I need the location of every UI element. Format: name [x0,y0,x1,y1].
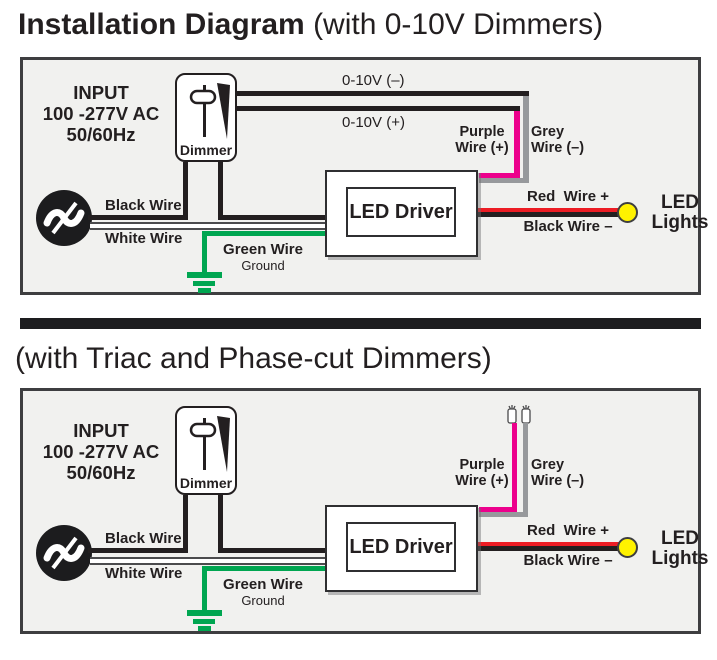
green-wire-label: Green Wire Ground [223,576,303,609]
dimmer-leg-wire [218,162,223,220]
red-wire [478,208,620,212]
led-driver-label: LED Driver [346,187,456,237]
dimmer-leg-wire [183,495,188,553]
black-wire-label: Black Wire [105,197,182,214]
section-divider [20,318,701,329]
dimmer-leg-wire [218,495,223,553]
dim-wire-plus [237,106,520,111]
dimmer-leg-wire [183,162,188,220]
dimmer-slider-icon [189,416,230,472]
led-lights-label: LED Lights [651,192,709,233]
green-wire-label: Green Wire Ground [223,241,303,274]
section2-title: (with Triac and Phase-cut Dimmers) [15,342,492,375]
grey-wire-horizontal [479,178,529,183]
red-wire-label: Red Wire + [527,188,609,205]
grey-wire-horizontal [479,512,528,517]
ac-source-icon [36,525,92,581]
dim-wire-minus [237,91,529,96]
page-title: Installation Diagram (with 0-10V Dimmers… [18,6,603,44]
0-10v-minus-label: 0-10V (–) [342,72,405,89]
grey-wire-vertical [523,423,528,517]
grey-wire-label: Grey Wire (–) [531,457,585,489]
purple-wire-label: Purple Wire (+) [455,457,509,489]
green-wire [202,566,326,571]
black-output-wire [478,546,620,551]
ac-source-icon [36,190,92,246]
grey-wire-label: Grey Wire (–) [531,124,585,156]
input-rating-label: INPUT 100 -277V AC 50/60Hz [42,82,160,145]
purple-wire-vertical [512,423,517,512]
black-wire [218,548,325,553]
input-rating-label: INPUT 100 -277V AC 50/60Hz [42,420,160,483]
black-wire [88,548,188,553]
black-output-wire-label: Black Wire – [523,552,613,569]
purple-wire-horizontal [479,507,517,512]
dimmer-slider-icon [189,83,230,139]
dimmer-box: Dimmer [175,406,237,495]
dimmer-box: Dimmer [175,73,237,162]
purple-wire-horizontal [479,173,520,178]
green-wire-stem [202,231,207,273]
green-wire-stem [202,566,207,610]
red-wire-label: Red Wire + [527,522,609,539]
black-output-wire [478,212,620,217]
led-driver-box: LED Driver [325,505,478,592]
led-light-icon [617,202,638,223]
black-output-wire-label: Black Wire – [523,218,613,235]
dimmer-label: Dimmer [179,142,233,158]
wire-cap-icon [507,405,531,424]
led-light-icon [617,537,638,558]
black-wire [88,215,188,220]
purple-wire-label: Purple Wire (+) [455,124,509,156]
white-wire-label: White Wire [105,565,183,582]
grey-wire-vertical [523,91,529,183]
white-wire [90,557,326,565]
0-10v-plus-label: 0-10V (+) [342,114,405,131]
page-title-rest: (with 0-10V Dimmers) [304,8,604,41]
diagram-triac-panel: INPUT 100 -277V AC 50/60Hz Dimmer [20,388,709,634]
dimmer-label: Dimmer [179,475,233,491]
black-wire-label: Black Wire [105,530,182,547]
led-driver-label: LED Driver [346,522,456,572]
diagram-0-10v-panel: INPUT 100 -277V AC 50/60Hz Dimmer [20,57,709,295]
black-wire [218,215,325,220]
led-lights-label: LED Lights [651,528,709,569]
white-wire [90,222,326,230]
green-wire [202,231,326,236]
led-driver-box: LED Driver [325,170,478,257]
red-wire [478,542,620,546]
white-wire-label: White Wire [105,230,183,247]
purple-wire-vertical [514,106,520,178]
page-title-bold: Installation Diagram [18,8,305,41]
